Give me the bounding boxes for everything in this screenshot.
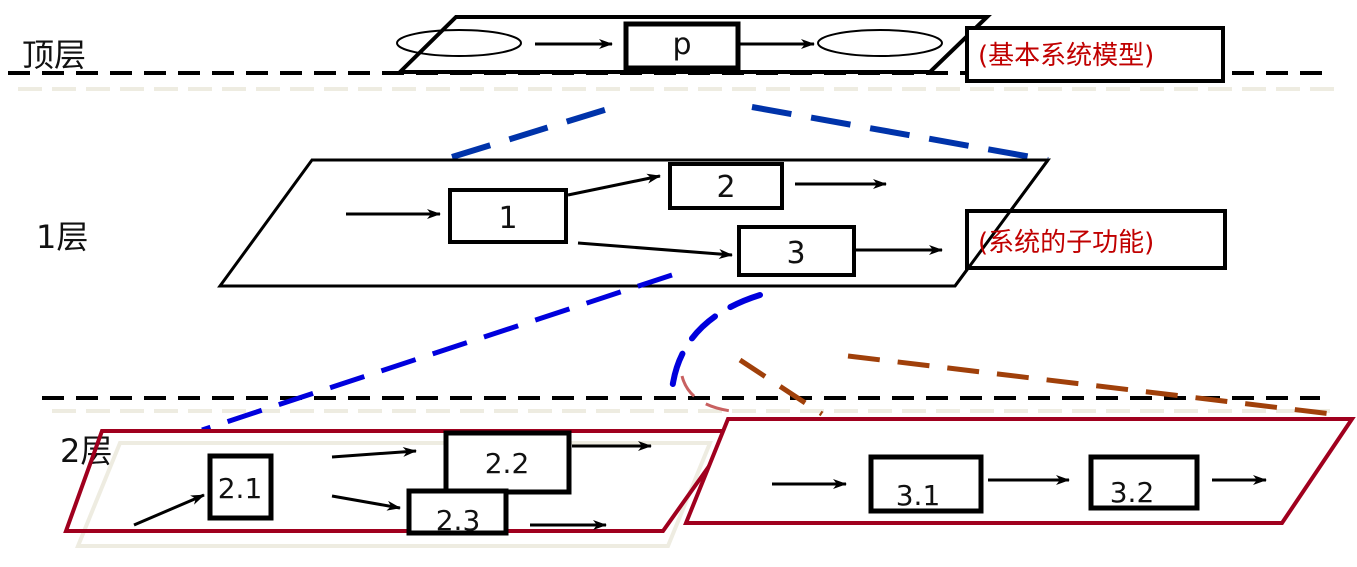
layer1-plane [217, 158, 1051, 288]
top-note: (基本系统模型) [978, 41, 1154, 71]
process-3-1-label: 3.1 [896, 479, 941, 512]
arrow-2-1-to-2-3 [331, 494, 401, 511]
connector-3-arc-red [680, 375, 741, 414]
connector-3-to-group3-left [738, 357, 824, 417]
layer1-note: (系统的子功能) [978, 228, 1154, 258]
arrow-in-2-1 [133, 493, 205, 527]
connector-top-left [451, 101, 625, 160]
connector-3-to-group3-blue [669, 292, 763, 393]
process-3-1-box [868, 454, 984, 514]
output-ellipse [817, 29, 943, 57]
layer1-plane-edge [953, 159, 1050, 287]
connector-top-right [751, 104, 1049, 163]
process-3-label: 3 [786, 236, 805, 271]
layer1-note-box [965, 209, 1227, 270]
layer-label-1: 1层 [36, 218, 88, 256]
process-2-box [668, 162, 784, 210]
process-1-box [448, 188, 568, 244]
layer-label-top: 顶层 [22, 36, 86, 74]
layer-label-2: 2层 [60, 432, 112, 470]
process-p-box [623, 21, 741, 71]
group-2-plane [63, 429, 738, 548]
process-3-2-label: 3.2 [1110, 476, 1155, 509]
top-note-box [965, 26, 1225, 83]
process-2-2-box [443, 430, 572, 495]
process-3-box [737, 225, 856, 277]
process-p-label: p [672, 27, 691, 62]
input-ellipse [396, 29, 522, 57]
arrow-1-to-3 [577, 241, 733, 259]
process-2-1-label: 2.1 [218, 472, 263, 505]
process-2-2-label: 2.2 [485, 447, 530, 480]
connector-3-to-group3-right [847, 353, 1341, 418]
arrow-2-1-to-2-2 [331, 446, 417, 459]
process-1-label: 1 [498, 201, 517, 236]
arrow-1-to-2 [567, 173, 661, 197]
process-3-2-box [1088, 454, 1200, 511]
process-2-3-label: 2.3 [436, 504, 481, 537]
process-2-label: 2 [716, 170, 735, 205]
connector-2-to-group2 [201, 272, 673, 433]
separator-bottom [42, 396, 1330, 413]
process-2-1-box [207, 453, 274, 521]
group-3-plane [683, 417, 1356, 525]
process-2-3-box [406, 488, 509, 536]
